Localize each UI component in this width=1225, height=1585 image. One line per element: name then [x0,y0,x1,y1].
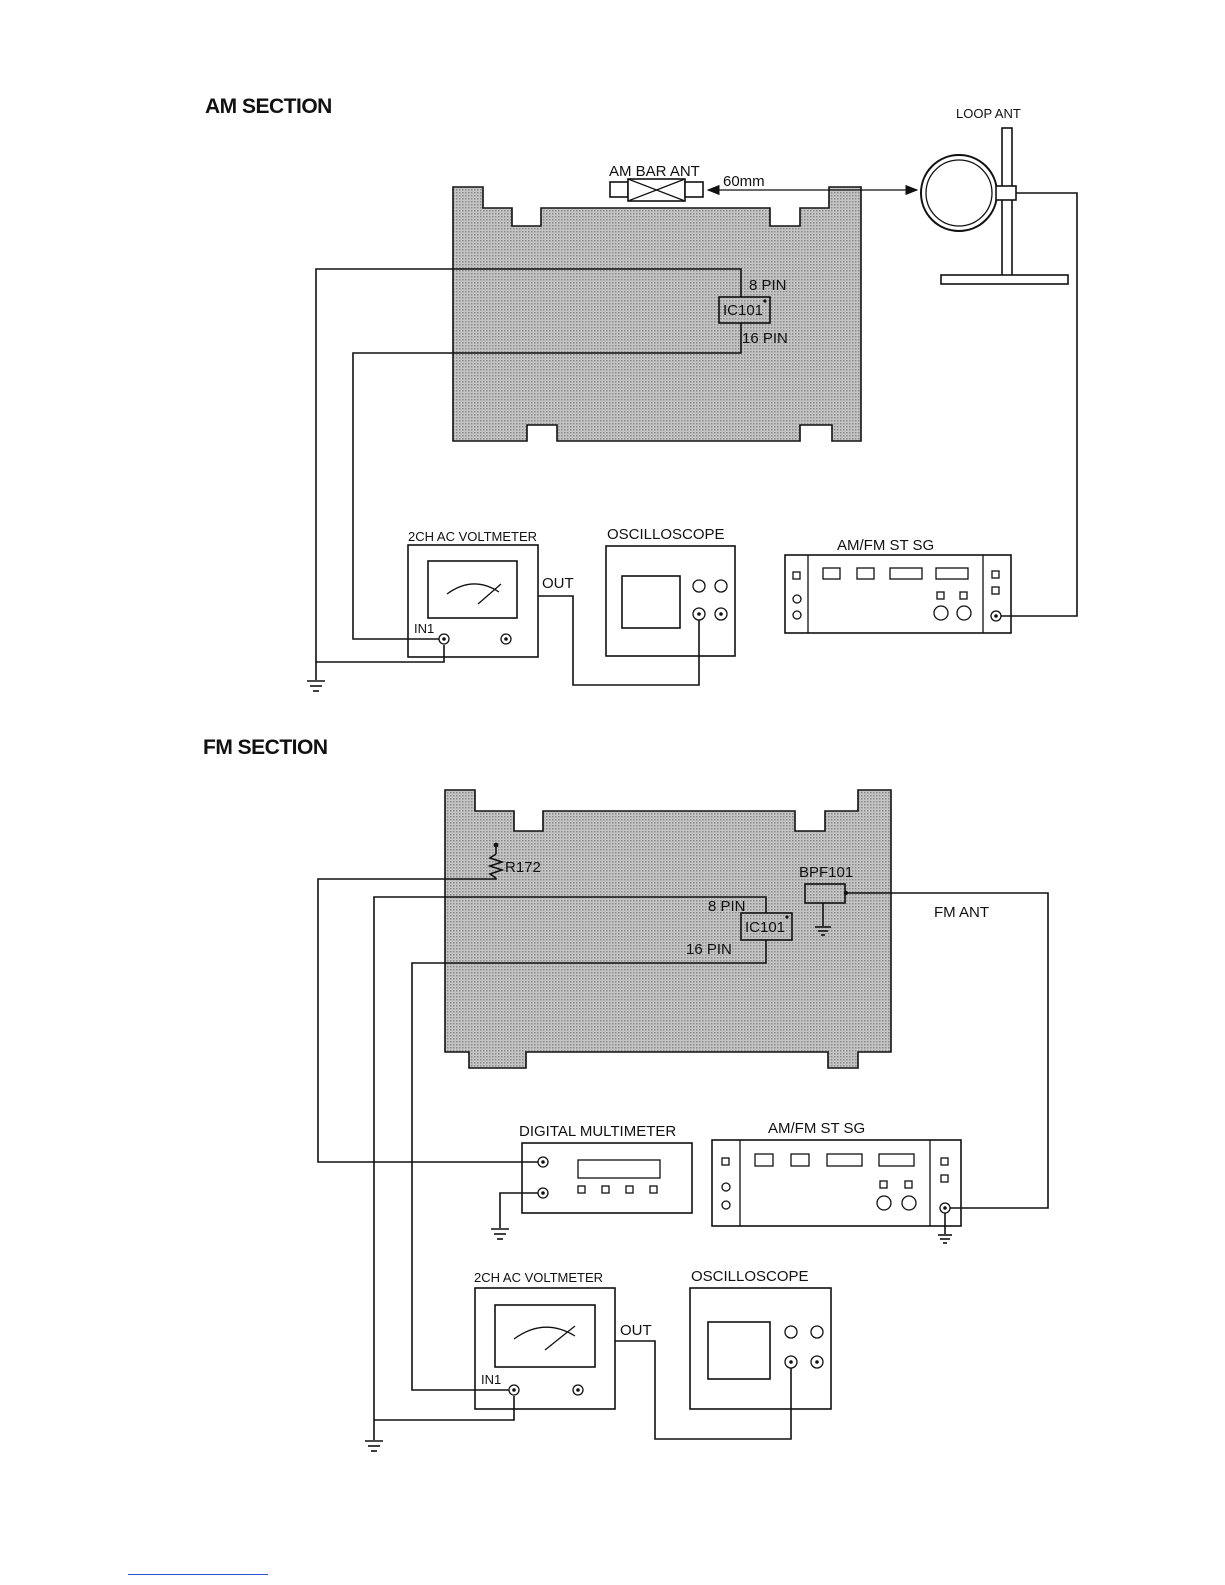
am-bar-antenna [610,179,703,201]
am-ground-icon [307,681,325,691]
fm-digital-multimeter [522,1143,692,1213]
distance-label: 60mm [723,173,765,190]
loop-antenna [921,128,1068,284]
fm-out-label: OUT [620,1322,652,1339]
am-section: AM SECTION AM BAR ANT 60mm LOOP ANT IC10… [205,95,1077,691]
fm-signal-generator [712,1140,961,1226]
fm-ac-voltmeter [475,1288,615,1409]
fm-main-ground-icon [365,1441,383,1451]
fm-multimeter-ground-icon [491,1229,509,1239]
am-out-label: OUT [542,575,574,592]
am-ic101-label: IC101 [723,302,763,319]
am-ac-voltmeter [408,545,538,657]
am-section-title: AM SECTION [205,95,332,118]
am-pin8-label: 8 PIN [749,277,787,294]
bpf101-label: BPF101 [799,864,853,881]
fm-oscilloscope-label: OSCILLOSCOPE [691,1268,809,1285]
am-oscilloscope-label: OSCILLOSCOPE [607,526,725,543]
fm-sg-ground-icon [938,1235,952,1243]
r172-label: R172 [505,859,541,876]
am-voltmeter-label: 2CH AC VOLTMETER [408,529,537,544]
fm-pin16-label: 16 PIN [686,941,732,958]
am-sg-label: AM/FM ST SG [837,537,934,554]
fm-in1-label: IN1 [481,1372,501,1387]
am-oscilloscope [606,546,735,656]
footer-link-underline[interactable] [128,1574,268,1575]
fm-ic101-label: IC101 [745,919,785,936]
am-signal-generator [785,555,1011,633]
fm-sg-label: AM/FM ST SG [768,1120,865,1137]
fm-section-title: FM SECTION [203,736,328,759]
fm-voltmeter-label: 2CH AC VOLTMETER [474,1270,603,1285]
am-bar-ant-label: AM BAR ANT [609,163,700,180]
fm-ant-label: FM ANT [934,904,989,921]
am-pcb-board [453,187,861,441]
multimeter-label: DIGITAL MULTIMETER [519,1123,676,1140]
fm-pin8-label: 8 PIN [708,898,746,915]
am-pin16-label: 16 PIN [742,330,788,347]
fm-pcb-board [445,790,891,1068]
fm-oscilloscope [690,1288,831,1409]
loop-ant-label: LOOP ANT [956,106,1021,121]
am-in1-label: IN1 [414,621,434,636]
fm-section: FM SECTION R172 BPF101 FM ANT IC101 8 PI… [203,736,1048,1451]
